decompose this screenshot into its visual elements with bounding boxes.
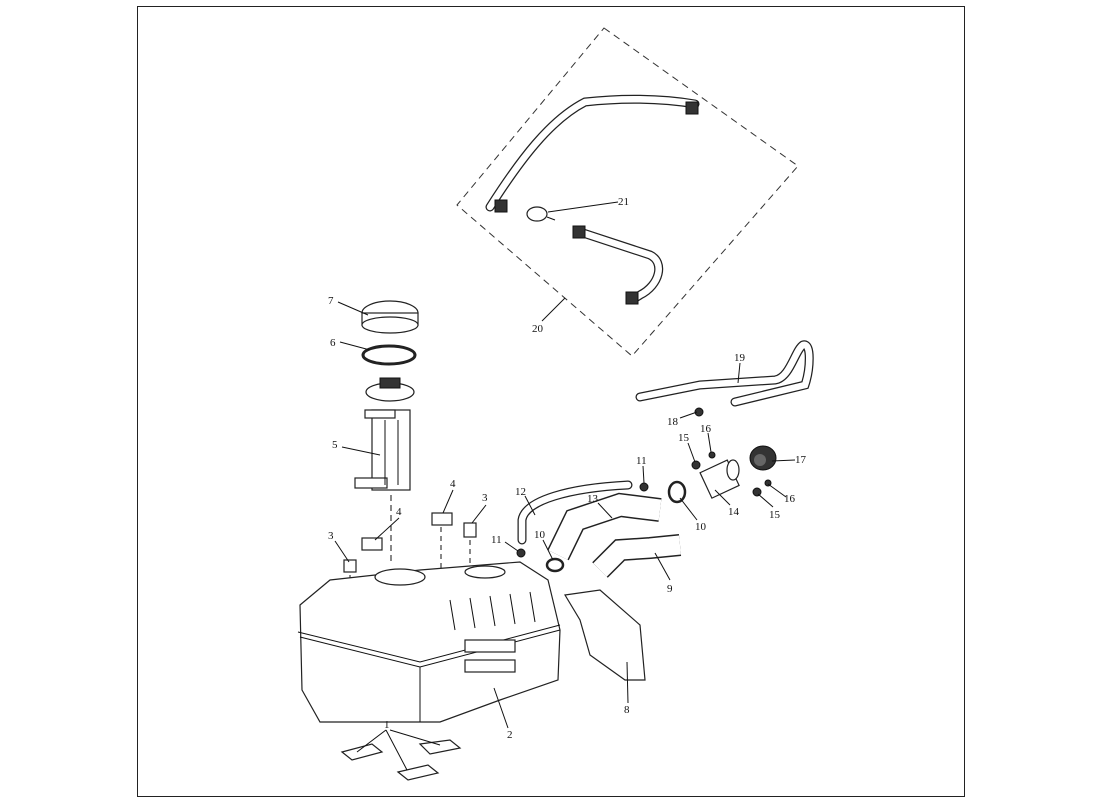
vent-assembly-boundary [456,27,799,357]
heat-shield [564,589,646,681]
callout-4: 4 [450,478,456,490]
fuel-cap [749,445,777,471]
tank-pad [396,764,440,781]
callout-10: 10 [534,529,546,541]
callout-10: 10 [695,521,707,533]
diagram-frame [137,6,965,797]
vent-hose [485,94,700,305]
clip [361,537,383,551]
callout-1: 1 [384,719,390,731]
lock-ring [361,300,419,334]
callout-16: 16 [700,423,712,435]
vent-valve [526,206,556,222]
callout-15: 15 [769,509,781,521]
callout-3: 3 [482,492,488,504]
callout-6: 6 [330,337,336,349]
callout-7: 7 [328,295,334,307]
fuel-pump-module [354,377,415,491]
clip [431,512,453,526]
callout-4: 4 [396,506,402,518]
callout-8: 8 [624,704,630,716]
callout-11: 11 [491,534,502,546]
callout-17: 17 [795,454,807,466]
callout-19: 19 [734,352,746,364]
callout-3: 3 [328,530,334,542]
clip [463,522,477,538]
callout-15: 15 [678,432,690,444]
callout-5: 5 [332,439,338,451]
callout-9: 9 [667,583,673,595]
callout-2: 2 [507,729,513,741]
callout-11: 11 [636,455,647,467]
clip [343,559,357,573]
tank-pad [340,743,384,761]
leader-lines [334,201,796,771]
callout-18: 18 [667,416,679,428]
callout-13: 13 [587,493,599,505]
tank-pad [418,739,462,755]
callout-16: 16 [784,493,796,505]
callout-21: 21 [618,196,629,208]
filler-neck [699,459,740,499]
callout-12: 12 [515,486,526,498]
callout-labels: 1 2 3 3 4 4 5 6 7 8 9 10 10 11 11 12 13 … [328,196,807,741]
seal-ring [361,344,417,366]
callout-14: 14 [728,506,740,518]
fuel-tank [297,561,561,723]
callout-20: 20 [532,323,544,335]
